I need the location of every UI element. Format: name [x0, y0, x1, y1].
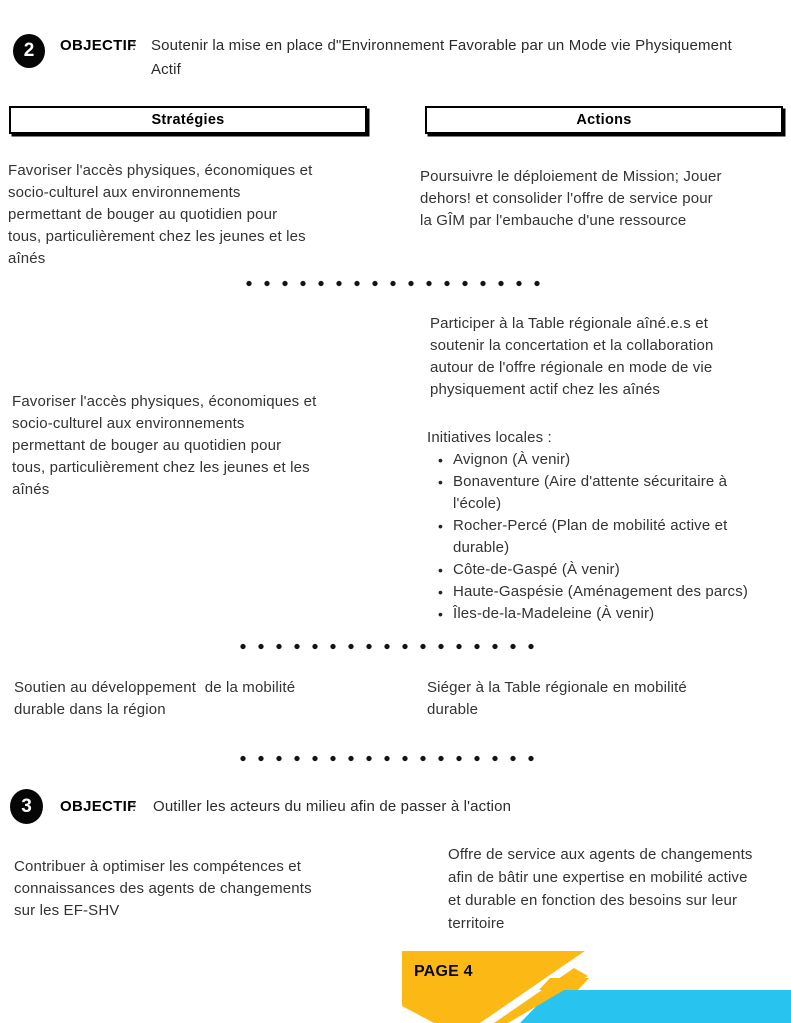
strategy-1-text: Favoriser l'accès physiques, économiques… [8, 162, 313, 267]
initiatives-list: Avignon (À venir) Bonaventure (Aire d'at… [437, 449, 777, 625]
objective3-number-badge: 3 [10, 789, 43, 824]
objective3-number: 3 [21, 795, 32, 817]
initiative-item: Rocher-Percé (Plan de mobilité active et… [437, 515, 777, 559]
page-number-label: PAGE 4 [414, 963, 473, 980]
initiative-item: Bonaventure (Aire d'attente sécuritaire … [437, 471, 777, 515]
initiative-item: Avignon (À venir) [437, 449, 777, 471]
objective3-label: OBJECTIF [60, 798, 137, 815]
strategy-4-text: Contribuer à optimiser les compétences e… [14, 858, 312, 919]
banner-yellow-strip-arm [539, 978, 589, 990]
objective2-number-badge: 2 [13, 34, 45, 68]
objective2-colon: : [132, 37, 137, 54]
banner-cyan-bar [520, 990, 791, 1023]
footer-banner [402, 951, 791, 1023]
dotted-divider-1 [240, 280, 547, 287]
initiative-item: Îles-de-la-Madeleine (À venir) [437, 603, 777, 625]
objective2-text: Soutenir la mise en place d"Environnemen… [151, 37, 732, 78]
strategies-header-label: Stratégies [151, 112, 225, 128]
action-2-text: Participer à la Table régionale aîné.e.s… [430, 315, 714, 398]
banner-yellow-main [402, 951, 585, 1023]
initiatives-label: Initiatives locales : [427, 429, 552, 446]
objective3-colon: : [132, 798, 137, 815]
action-3-text: Siéger à la Table régionale en mobilité … [427, 679, 687, 718]
strategy-3-text: Soutien au développement de la mobilité … [14, 679, 296, 718]
dotted-divider-2 [234, 643, 541, 650]
initiative-item: Haute-Gaspésie (Aménagement des parcs) [437, 581, 777, 603]
dotted-divider-3 [234, 755, 541, 762]
strategy-2-text: Favoriser l'accès physiques, économiques… [12, 393, 317, 498]
actions-header-box: Actions [425, 106, 783, 134]
initiative-item: Côte-de-Gaspé (À venir) [437, 559, 777, 581]
objective2-number: 2 [23, 40, 35, 61]
objective3-text: Outiller les acteurs du milieu afin de p… [153, 798, 512, 815]
strategies-header-box: Stratégies [9, 106, 367, 134]
objective2-label: OBJECTIF [60, 37, 137, 54]
actions-header-label: Actions [576, 112, 632, 128]
action-4-text: Offre de service aux agents de changemen… [448, 846, 753, 932]
action-1-text: Poursuivre le déploiement de Mission; Jo… [420, 168, 722, 229]
